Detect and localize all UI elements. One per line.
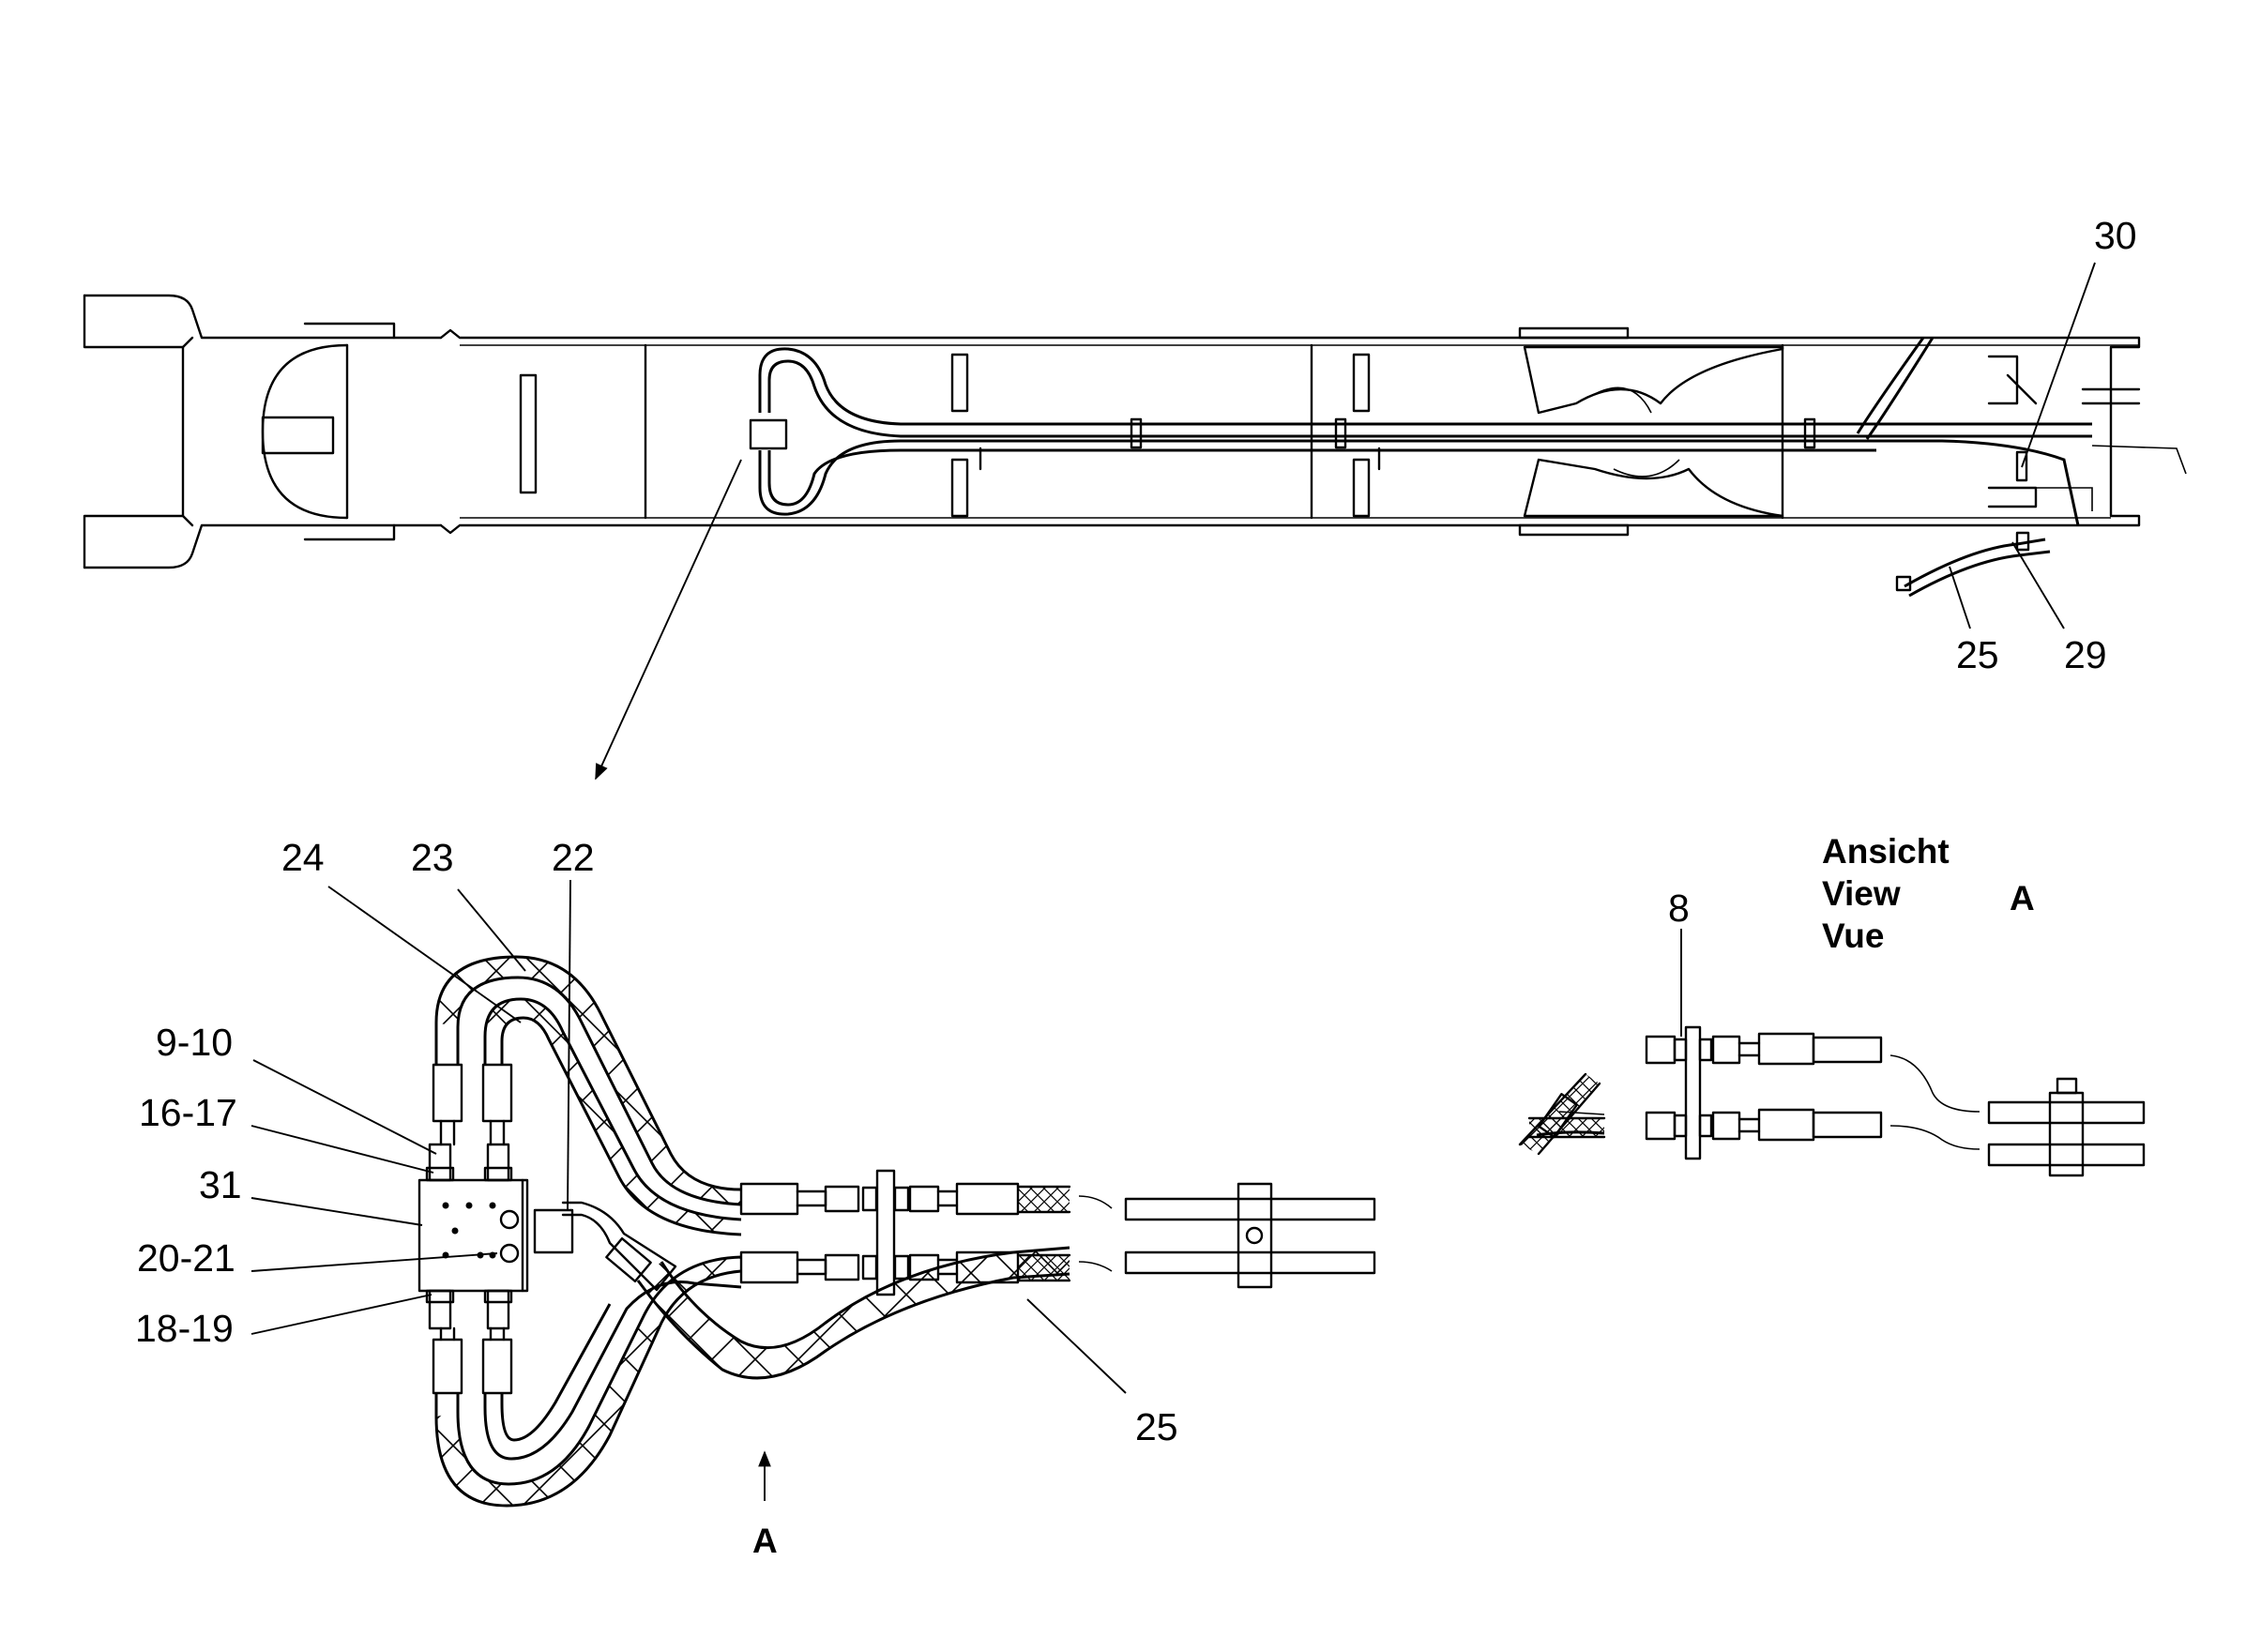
boom-outline bbox=[439, 328, 2141, 535]
callout-25-detail: 25 bbox=[1135, 1405, 1178, 1448]
port-plug-2 bbox=[499, 1243, 520, 1264]
view-title-de: Ansicht bbox=[1822, 832, 1950, 871]
callout-20-21: 20-21 bbox=[137, 1236, 235, 1280]
callout-30: 30 bbox=[2094, 214, 2137, 257]
callout-8: 8 bbox=[1668, 887, 1690, 930]
manifold-block bbox=[417, 1178, 529, 1293]
hose-clamp bbox=[1124, 1182, 1376, 1289]
view-marker-a: A bbox=[752, 1522, 778, 1560]
boom-top-view bbox=[83, 294, 2187, 598]
boom-cutout-upper bbox=[1523, 345, 1784, 415]
view-title-letter: A bbox=[2010, 879, 2035, 917]
port-plug-1 bbox=[499, 1209, 520, 1230]
view-a-bulkhead bbox=[1684, 1025, 1702, 1160]
callout-29: 29 bbox=[2064, 633, 2107, 676]
manifold-bottom-fittings bbox=[425, 1289, 513, 1395]
callout-22: 22 bbox=[552, 836, 595, 879]
boom-clevis-lower bbox=[83, 523, 443, 569]
boom-manifold bbox=[749, 418, 788, 450]
boom-cutout-lower bbox=[1523, 458, 1784, 518]
view-title-fr: Vue bbox=[1822, 917, 1884, 955]
callout-16-17: 16-17 bbox=[139, 1091, 237, 1134]
callout-labels: 30 25 29 24 23 22 9-10 16-17 31 20-21 18… bbox=[135, 214, 2137, 1560]
callout-9-10: 9-10 bbox=[156, 1021, 233, 1064]
view-title-en: View bbox=[1822, 874, 1901, 913]
elbow-fitting bbox=[561, 1201, 677, 1292]
boom-slot-1 bbox=[519, 373, 538, 494]
hose-upper-inner bbox=[500, 1016, 742, 1236]
port-fitting bbox=[533, 1208, 574, 1254]
detail-arrow bbox=[595, 459, 742, 781]
callout-18-19: 18-19 bbox=[135, 1307, 234, 1350]
boom-clevis-upper bbox=[83, 294, 443, 340]
manifold-top-fittings bbox=[425, 1063, 513, 1182]
boom-hose-lower bbox=[758, 439, 2080, 526]
bulkhead-plate bbox=[875, 1169, 896, 1296]
callout-24: 24 bbox=[281, 836, 325, 879]
boom-nose-arc bbox=[261, 343, 349, 520]
callout-23: 23 bbox=[411, 836, 454, 879]
hose-lower-inner bbox=[500, 1303, 612, 1442]
callout-31: 31 bbox=[199, 1163, 242, 1206]
bulkhead-assembly bbox=[739, 1169, 1071, 1296]
view-a bbox=[1518, 929, 2146, 1177]
manifold-detail bbox=[250, 879, 1376, 1508]
boom-hose-upper bbox=[758, 347, 2092, 426]
callout-25-top: 25 bbox=[1956, 633, 1999, 676]
boom-nose-plate bbox=[261, 416, 335, 455]
hose-upper-outer bbox=[434, 955, 742, 1191]
view-a-clamp bbox=[1987, 1077, 2146, 1177]
